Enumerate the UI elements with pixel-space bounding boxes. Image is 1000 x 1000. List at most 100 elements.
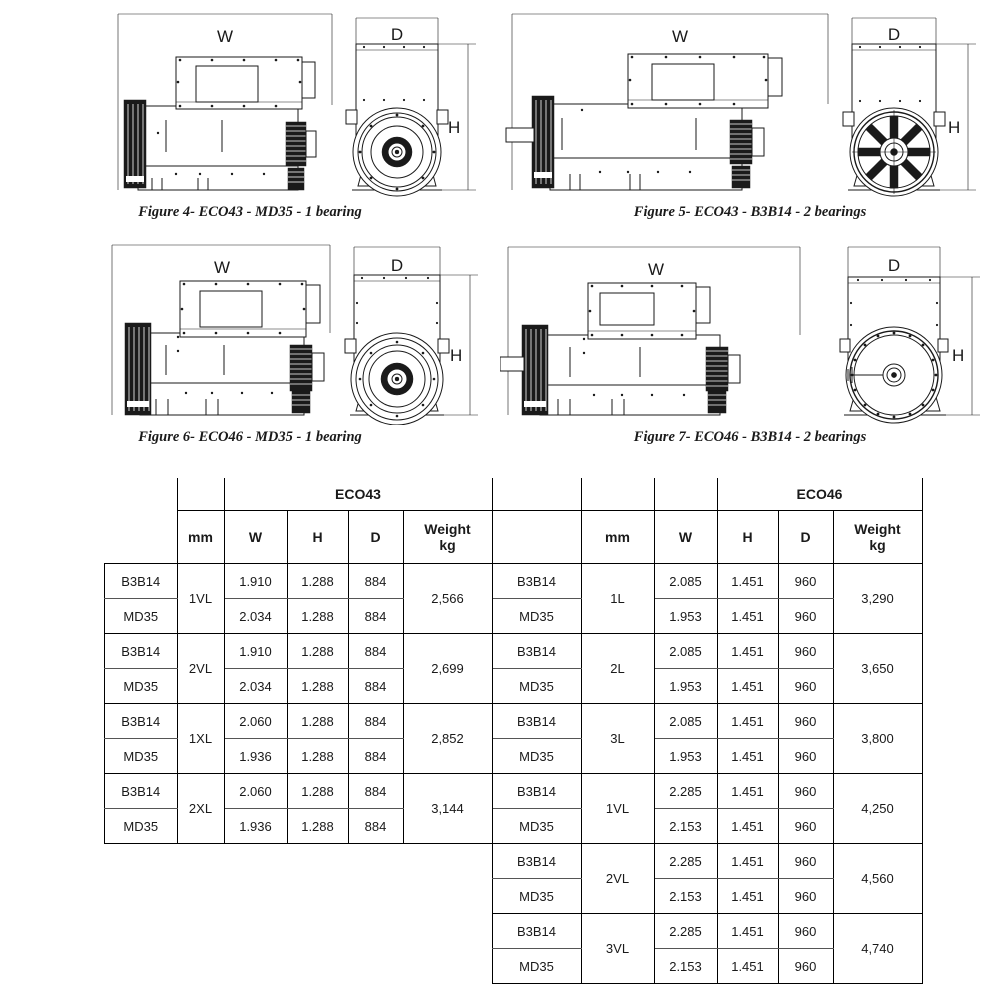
cell-d-eco46: 960 xyxy=(777,773,834,809)
cell-empty-left xyxy=(348,878,403,914)
cell-empty-left xyxy=(224,948,287,984)
figure-6-w-label: W xyxy=(214,258,230,277)
cell-d-eco46: 960 xyxy=(777,878,834,914)
cell-weight-eco46: 4,560 xyxy=(832,843,923,914)
cell-empty-left xyxy=(287,878,348,914)
cell-d-eco46: 960 xyxy=(777,738,834,774)
cell-empty-left xyxy=(403,843,492,914)
figure-5-d-label: D xyxy=(888,25,900,44)
cell-empty-left xyxy=(104,948,177,984)
cell-d-eco46: 960 xyxy=(777,808,834,844)
cell-frame-eco43: 2XL xyxy=(176,773,225,844)
cell-frame-eco46: 2L xyxy=(580,633,655,704)
header-blank-right-unit xyxy=(653,478,718,511)
cell-frame-eco43: 2VL xyxy=(176,633,225,704)
cell-weight-eco43: 3,144 xyxy=(402,773,493,844)
cell-weight-eco46: 3,290 xyxy=(832,563,923,634)
figure-4-d-label: D xyxy=(391,25,403,44)
figures-area: W xyxy=(0,0,1000,446)
header-weight-left-line2: kg xyxy=(439,537,456,553)
cell-weight-eco43: 2,566 xyxy=(402,563,493,634)
cell-empty-left xyxy=(224,878,287,914)
figure-7-caption: Figure 7- ECO46 - B3B14 - 2 bearings xyxy=(633,429,867,445)
cell-h-eco46: 1.451 xyxy=(716,668,779,704)
header-blank-right xyxy=(580,478,655,511)
header-w-right: W xyxy=(653,510,718,564)
cell-type-eco43: B3B14 xyxy=(104,773,178,809)
cell-h-eco43: 1.288 xyxy=(286,563,349,599)
cell-frame-eco43: 1VL xyxy=(176,563,225,634)
cell-h-eco46: 1.451 xyxy=(716,563,779,599)
figure-5-h-label: H xyxy=(948,118,960,137)
cell-type-eco46: MD35 xyxy=(491,668,582,704)
figure-5: W xyxy=(500,0,1000,221)
table-group-header-row: ECO43 ECO46 xyxy=(104,478,923,511)
cell-w-eco43: 2.034 xyxy=(223,598,288,634)
header-weight-right: Weight kg xyxy=(832,510,923,564)
header-weight-right-line1: Weight xyxy=(854,520,901,537)
cell-frame-eco46: 3VL xyxy=(580,913,655,984)
header-mm-right: mm xyxy=(580,510,655,564)
cell-empty-left xyxy=(177,913,224,984)
cell-empty-left xyxy=(348,913,403,949)
figure-7-drawing: W xyxy=(500,246,980,424)
figure-4-drawing: W xyxy=(117,13,476,197)
cell-w-eco43: 1.910 xyxy=(223,633,288,669)
header-blank-left-weight xyxy=(491,478,582,511)
cell-w-eco43: 1.936 xyxy=(223,808,288,844)
cell-h-eco46: 1.451 xyxy=(716,703,779,739)
cell-empty-left xyxy=(348,843,403,879)
header-blank-left xyxy=(104,478,177,511)
cell-h-eco46: 1.451 xyxy=(716,808,779,844)
cell-frame-eco46: 3L xyxy=(580,703,655,774)
cell-w-eco46: 2.153 xyxy=(653,878,718,914)
header-blank-left-2 xyxy=(104,510,177,564)
cell-d-eco46: 960 xyxy=(777,668,834,704)
cell-empty-left xyxy=(224,913,287,949)
cell-d-eco43: 884 xyxy=(347,738,404,774)
cell-empty-left xyxy=(177,843,224,914)
cell-w-eco46: 1.953 xyxy=(653,668,718,704)
cell-type-eco46: MD35 xyxy=(491,878,582,914)
header-group-eco46: ECO46 xyxy=(716,478,923,511)
cell-type-eco46: MD35 xyxy=(491,738,582,774)
figure-7-d-label: D xyxy=(888,256,900,275)
cell-type-eco43: MD35 xyxy=(104,738,178,774)
cell-weight-eco46: 4,740 xyxy=(832,913,923,984)
cell-empty-left xyxy=(104,843,177,879)
cell-type-eco43: B3B14 xyxy=(104,633,178,669)
cell-d-eco46: 960 xyxy=(777,598,834,634)
cell-empty-left xyxy=(104,913,177,949)
header-h-right: H xyxy=(716,510,779,564)
cell-w-eco46: 2.285 xyxy=(653,843,718,879)
cell-h-eco46: 1.451 xyxy=(716,598,779,634)
figure-5-caption: Figure 5- ECO43 - B3B14 - 2 bearings xyxy=(633,204,867,220)
cell-d-eco43: 884 xyxy=(347,598,404,634)
figure-7-h-label: H xyxy=(952,346,964,365)
figure-6-d-label: D xyxy=(391,256,403,275)
cell-weight-eco43: 2,699 xyxy=(402,633,493,704)
cell-d-eco46: 960 xyxy=(777,948,834,984)
cell-w-eco46: 2.085 xyxy=(653,703,718,739)
cell-h-eco46: 1.451 xyxy=(716,843,779,879)
header-weight-left: Weight kg xyxy=(402,510,493,564)
header-mm-left: mm xyxy=(176,510,225,564)
figure-4-w-label: W xyxy=(217,27,233,46)
cell-type-eco43: B3B14 xyxy=(104,563,178,599)
cell-w-eco46: 2.153 xyxy=(653,948,718,984)
cell-d-eco43: 884 xyxy=(347,808,404,844)
cell-empty-left xyxy=(348,948,403,984)
cell-d-eco46: 960 xyxy=(777,563,834,599)
figure-5-w-label: W xyxy=(672,27,688,46)
figure-7-w-label: W xyxy=(648,260,664,279)
cell-type-eco46: B3B14 xyxy=(491,633,582,669)
cell-w-eco46: 2.285 xyxy=(653,913,718,949)
cell-h-eco46: 1.451 xyxy=(716,633,779,669)
header-d-right: D xyxy=(777,510,834,564)
